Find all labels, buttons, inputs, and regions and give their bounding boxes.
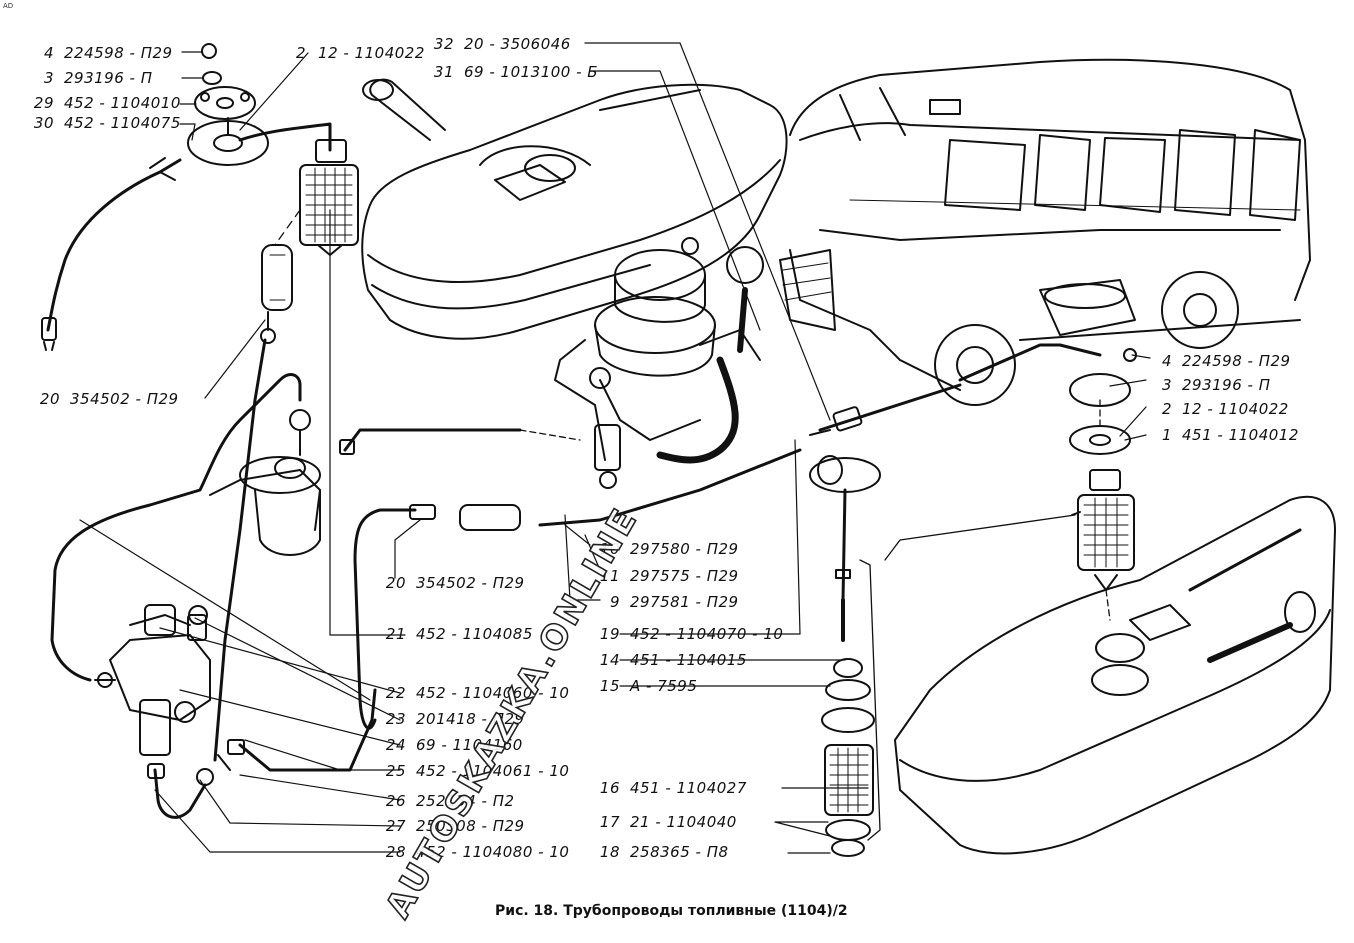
strainer-top-left: [299, 139, 359, 256]
coupling-left: [260, 209, 301, 344]
fuel-line-flange-to-filter: [41, 122, 332, 351]
fuel-pump: [554, 237, 764, 489]
tank-flange-top-left: [187, 43, 269, 166]
leader-lines: [79, 42, 1151, 854]
filter-stack: [821, 658, 875, 857]
fuel-line-to-rear: [809, 383, 962, 436]
vehicle-outline: [779, 58, 1311, 406]
fuel-level-sender: [809, 455, 881, 642]
fuel-line-bottom: [147, 688, 377, 819]
fuel-tank-bottom-right: [894, 495, 1336, 855]
tank-flange-right: [958, 343, 1137, 455]
strainer-right: [1077, 469, 1135, 621]
fuel-line-loop-left: [50, 338, 302, 771]
fuel-tank-top: [361, 78, 788, 340]
bracket-lines-right: [859, 511, 1081, 841]
sediment-filter: [209, 409, 321, 556]
tee-fitting-bottom-left: [94, 604, 211, 756]
figure-caption: Рис. 18. Трубопроводы топливные (1104)/2: [495, 903, 848, 919]
corner-mark: AD: [3, 2, 14, 10]
